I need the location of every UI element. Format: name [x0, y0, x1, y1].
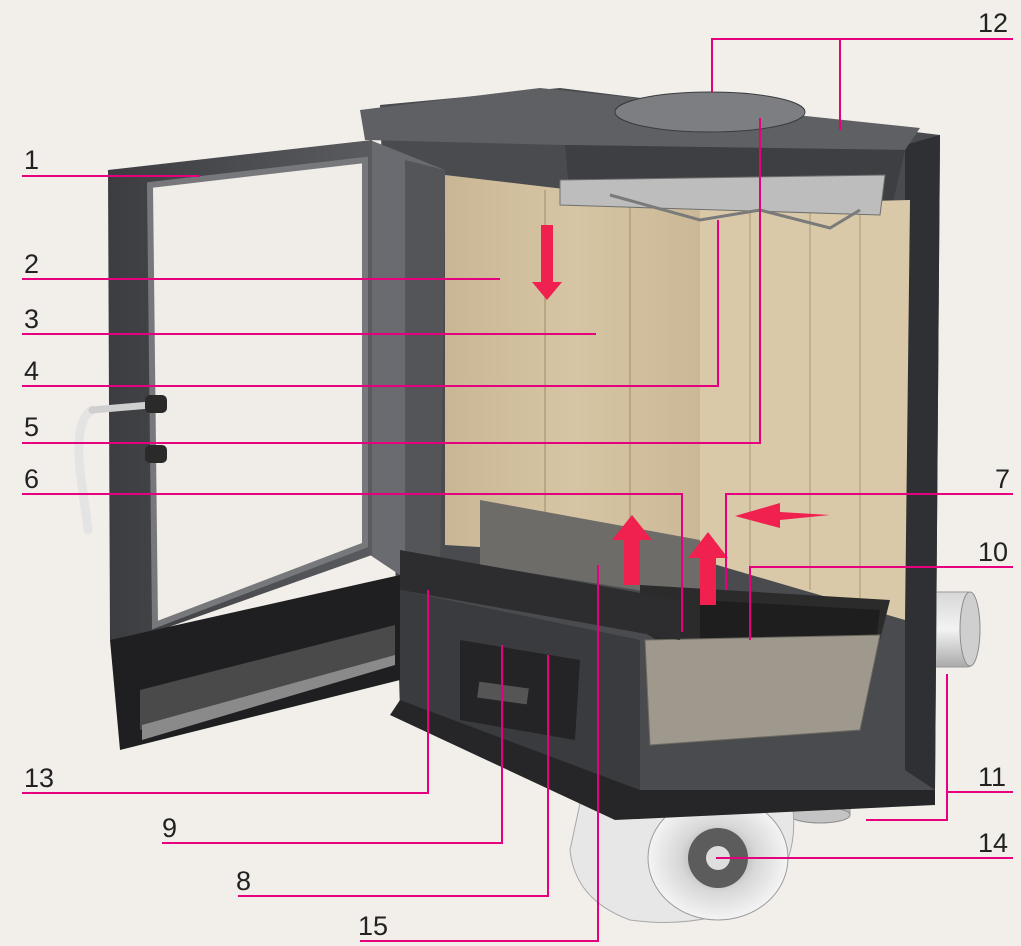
leader-6 [22, 493, 683, 632]
arrow-up-left [612, 515, 652, 585]
leader-7 [725, 493, 1013, 590]
callout-2: 2 [24, 249, 40, 279]
callout-15: 15 [358, 911, 389, 941]
callout-12: 12 [978, 8, 1009, 38]
base-plate [390, 550, 935, 820]
arrow-down [532, 225, 562, 300]
callout-4: 4 [24, 356, 40, 386]
callout-6: 6 [24, 464, 40, 494]
leader-8 [238, 655, 549, 897]
callout-13: 13 [24, 763, 55, 793]
arrow-up-right [688, 532, 728, 605]
callout-8: 8 [236, 866, 252, 896]
callout-14: 14 [978, 828, 1009, 858]
leader-4 [22, 220, 719, 387]
leader-lines [22, 38, 1013, 942]
callout-7: 7 [995, 464, 1011, 494]
leader-5 [22, 118, 761, 444]
callout-11: 11 [978, 762, 1007, 792]
callout-10: 10 [978, 537, 1009, 567]
leader-11b [866, 792, 948, 821]
leader-13 [22, 590, 429, 794]
side-wall [370, 140, 445, 575]
ash-box [644, 634, 881, 746]
callout-1: 1 [24, 145, 40, 175]
airflow-arrows [532, 225, 830, 605]
leader-9 [162, 645, 503, 844]
door [74, 140, 400, 750]
callout-9: 9 [162, 813, 178, 843]
leader-12b [711, 38, 840, 92]
callout-3: 3 [24, 304, 40, 334]
leader-15 [360, 565, 599, 942]
arrow-left [735, 503, 830, 528]
callout-5: 5 [24, 412, 40, 442]
leader-12 [839, 38, 1013, 130]
leader-10 [749, 566, 1013, 640]
